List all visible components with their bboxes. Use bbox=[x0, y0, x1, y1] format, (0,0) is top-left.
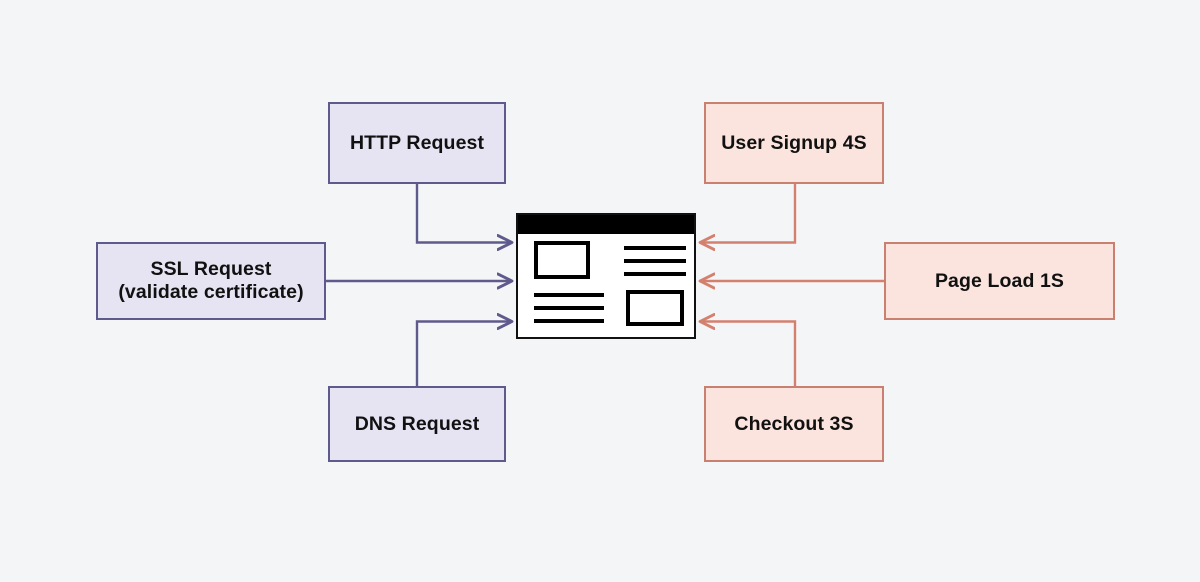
content-text-line bbox=[624, 272, 686, 276]
node-user-signup-label: User Signup 4S bbox=[721, 131, 867, 154]
node-user-signup[interactable]: User Signup 4S bbox=[704, 102, 884, 184]
content-text-line bbox=[534, 293, 604, 297]
node-http-request-label: HTTP Request bbox=[349, 131, 485, 154]
content-image-block-top-left bbox=[534, 241, 590, 279]
node-dns-request[interactable]: DNS Request bbox=[328, 386, 506, 462]
node-checkout[interactable]: Checkout 3S bbox=[704, 386, 884, 462]
content-text-line bbox=[534, 306, 604, 310]
node-checkout-label: Checkout 3S bbox=[734, 412, 854, 435]
content-text-line bbox=[534, 319, 604, 323]
web-page-mockup[interactable] bbox=[516, 213, 696, 339]
node-page-load[interactable]: Page Load 1S bbox=[884, 242, 1115, 320]
node-page-load-label: Page Load 1S bbox=[934, 269, 1065, 292]
content-text-line bbox=[624, 246, 686, 250]
content-image-block-bottom-right bbox=[626, 290, 684, 326]
content-text-line bbox=[624, 259, 686, 263]
node-dns-request-label: DNS Request bbox=[354, 412, 480, 435]
browser-titlebar-icon bbox=[518, 215, 694, 234]
node-ssl-request-label: SSL Request (validate certificate) bbox=[118, 258, 304, 303]
connector-dns-to-page bbox=[415, 322, 512, 386]
connector-signup-to-page bbox=[700, 184, 797, 243]
node-http-request[interactable]: HTTP Request bbox=[328, 102, 506, 184]
connector-checkout-to-page bbox=[700, 322, 797, 386]
connector-http-to-page bbox=[415, 184, 512, 243]
node-ssl-request[interactable]: SSL Request (validate certificate) bbox=[96, 242, 326, 320]
